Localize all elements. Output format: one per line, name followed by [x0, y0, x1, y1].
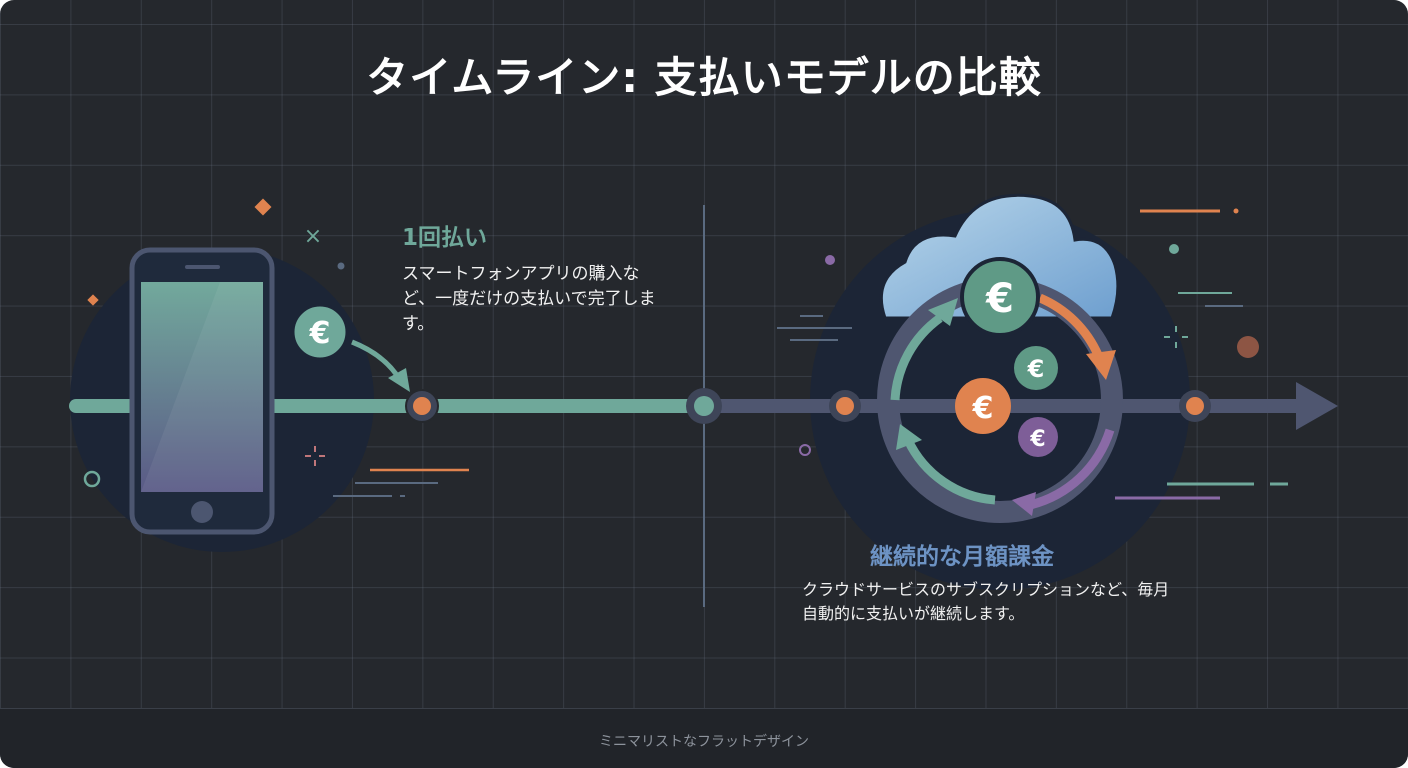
subscription-heading: 継続的な月額課金	[870, 544, 1054, 570]
cycle-arrow-orange	[1038, 293, 1103, 357]
cloud-icon	[879, 193, 1120, 320]
decorations: ×	[83, 198, 1288, 500]
page-title: タイムライン: 支払いモデルの比較	[366, 53, 1042, 102]
euro-icon: €	[1029, 427, 1045, 452]
one-time-description: スマートフォンアプリの購入など、一度だけの支払いで完了します。	[402, 264, 656, 334]
timeline-node-month-1	[829, 390, 861, 422]
svg-text:×: ×	[304, 224, 322, 249]
footer: ミニマリストなフラットデザイン	[0, 708, 1408, 768]
euro-coin-teal	[1014, 346, 1058, 390]
footer-caption: ミニマリストなフラットデザイン	[599, 734, 809, 750]
smartphone-icon	[129, 247, 275, 535]
arrow-head	[896, 424, 922, 450]
cycle-arrow-teal-top	[890, 314, 943, 401]
cycle-arrow-teal-bottom	[903, 438, 996, 505]
arrow-head	[388, 368, 410, 392]
timeline-node-month-2	[1179, 390, 1211, 422]
euro-icon: €	[309, 316, 331, 351]
euro-icon: €	[985, 276, 1014, 322]
arrow-head	[928, 298, 958, 326]
timeline-node-divider	[686, 388, 722, 424]
cycle-arrow-purple	[1028, 428, 1115, 510]
euro-coin-one-time	[291, 303, 349, 361]
subscription-description: クラウドサービスのサブスクリプションなど、毎月自動的に支払いが継続します。	[802, 580, 1170, 623]
euro-icon: €	[972, 391, 994, 426]
euro-coin-purple	[1018, 417, 1058, 457]
arrow-head	[1086, 350, 1116, 380]
euro-coin-large	[960, 257, 1040, 337]
timeline-node-payment	[405, 389, 439, 423]
euro-coin-orange	[955, 378, 1011, 434]
euro-icon: €	[1027, 355, 1045, 383]
one-time-heading: 1回払い	[402, 225, 488, 251]
arrow-head	[1012, 492, 1036, 516]
timeline-arrowhead	[1296, 382, 1338, 430]
